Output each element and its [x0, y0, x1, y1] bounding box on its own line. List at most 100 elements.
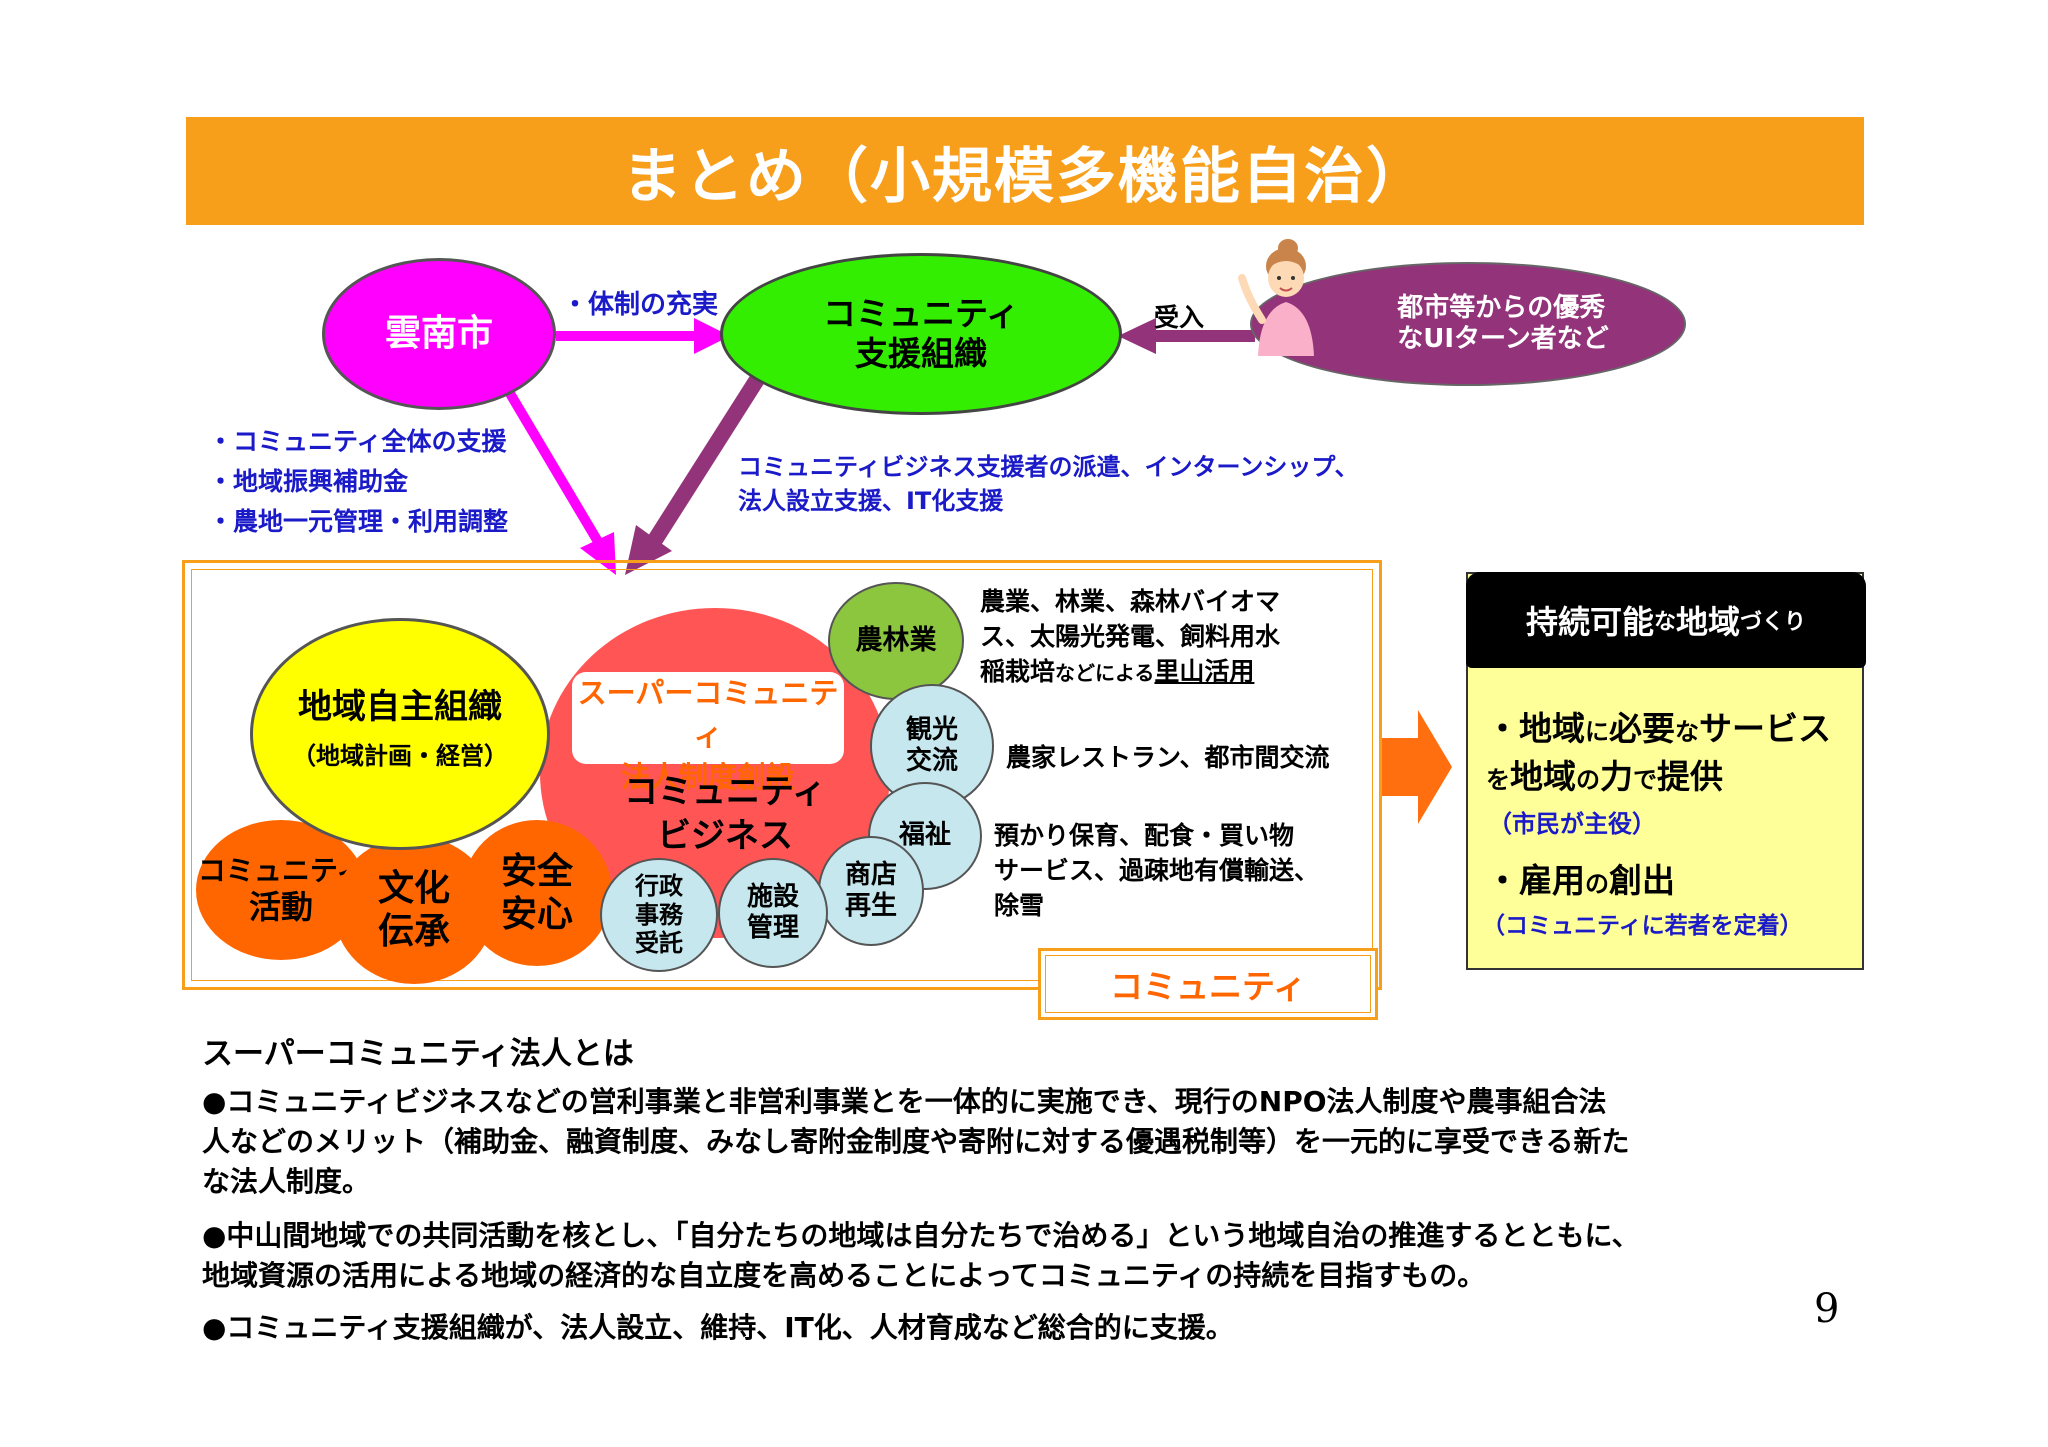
node-community-activity-line2: 活動	[248, 887, 313, 926]
sustain-head-part: な	[1653, 610, 1676, 635]
node-local-autonomy-org: 地域自主組織 （地域計画・経営）	[250, 618, 550, 850]
node-community-activity-line1: コミュニティ	[197, 854, 365, 887]
sustain-text: 地域	[1510, 757, 1576, 796]
sustain-text: の	[1576, 766, 1600, 794]
sustain-text: ・雇用	[1486, 861, 1585, 900]
agriculture-desc-part: などによる	[1055, 661, 1155, 685]
agriculture-desc-part: 稲栽培	[980, 657, 1056, 686]
page-number: 9	[1814, 1286, 1840, 1332]
node-admin-line2: 事務	[635, 900, 683, 929]
org-support-item: コミュニティビジネス支援者の派遣、インターンシップ、	[738, 453, 1359, 481]
welfare-desc-line: 預かり保育、配食・買い物	[994, 821, 1295, 850]
agriculture-desc-line: 農業、林業、森林バイオマ	[980, 587, 1281, 616]
node-local-autonomy-label: 地域自主組織	[298, 687, 502, 728]
city-support-item: ・農地一元管理・利用調整	[208, 507, 509, 536]
node-tourism: 観光 交流	[870, 684, 994, 808]
sustain-item-1-sub: （市民が主役）	[1488, 810, 1656, 838]
super-community-line1: スーパーコミュニティ	[577, 676, 839, 752]
node-tourism-line2: 交流	[905, 746, 958, 776]
node-talent-line1: 都市等からの優秀	[1397, 292, 1606, 323]
agriculture-desc-line: ス、太陽光発電、飼料用水	[980, 622, 1281, 651]
welfare-description: 預かり保育、配食・買い物 サービス、過疎地有償輸送、 除雪	[994, 818, 1319, 923]
sustainable-region-box: 持続可能な地域づくり ・地域に必要なサービス を地域の力で提供 （市民が主役） …	[1466, 572, 1866, 970]
edge-label-taisei: ・体制の充実	[562, 290, 719, 320]
node-unnan-label: 雲南市	[384, 313, 493, 355]
node-agriculture-forestry: 農林業	[828, 582, 964, 700]
node-welfare-label: 福祉	[898, 820, 951, 851]
community-label: コミュニティ	[1109, 967, 1307, 1006]
arrow-unnan-to-support	[556, 318, 730, 354]
sustain-item-2: ・雇用の創出	[1486, 854, 1675, 902]
page-title: まとめ（小規模多機能自治）	[186, 117, 1864, 225]
notes-line: 地域資源の活用による地域の経済的な自立度を高めることによってコミュニティの持続を…	[202, 1259, 1486, 1292]
node-facility-line1: 施設	[746, 881, 799, 912]
sustain-item-2-sub: （コミュニティに若者を定着）	[1482, 913, 1803, 939]
node-tourism-line1: 観光	[905, 714, 958, 745]
satoyama-highlight: 里山活用	[1154, 657, 1255, 686]
sustain-text: の	[1585, 870, 1609, 898]
community-business-line2: ビジネス	[657, 816, 793, 856]
city-support-item: ・地域振興補助金	[208, 467, 409, 496]
node-welfare: 福祉	[868, 782, 982, 890]
notes-heading: スーパーコミュニティ法人とは	[202, 1036, 634, 1072]
node-culture-line2: 伝承	[377, 911, 450, 952]
welfare-desc-line: サービス、過疎地有償輸送、	[994, 856, 1320, 885]
welfare-desc-line: 除雪	[994, 891, 1045, 920]
notes-line: な法人制度。	[202, 1165, 371, 1198]
super-community-label: スーパーコミュニティ 法人制度創設	[572, 672, 844, 794]
notes-line: 人などのメリット（補助金、融資制度、みなし寄附金制度や寄附に対する優遇税制等）を…	[202, 1125, 1630, 1158]
node-shop-line1: 商店	[844, 859, 897, 890]
community-business-line1: コミュニティ	[624, 772, 826, 812]
node-local-autonomy-sub: （地域計画・経営）	[292, 742, 508, 770]
sustain-text: 提供	[1657, 757, 1723, 796]
community-frame	[182, 560, 1382, 990]
sustain-text: 力	[1600, 757, 1633, 796]
node-shop-revival: 商店 再生	[818, 836, 924, 946]
notes-paragraph-3: ●コミュニティ支援組織が、法人設立、維持、IT化、人材育成など総合的に支援。	[202, 1311, 1234, 1344]
node-facility-line2: 管理	[746, 913, 799, 943]
sustain-text: ・地域	[1486, 709, 1585, 748]
node-ui-turn-talent: 都市等からの優秀 なUIターン者など	[1250, 262, 1686, 386]
notes-line: ●コミュニティビジネスなどの営利事業と非営利事業とを一体的に実施でき、現行のNP…	[202, 1085, 1607, 1118]
city-support-list: ・コミュニティ全体の支援 ・地域振興補助金 ・農地一元管理・利用調整	[208, 422, 508, 542]
sustain-text: を	[1486, 766, 1510, 794]
node-safety-line1: 安全	[500, 850, 573, 892]
node-admin-line1: 行政	[635, 871, 683, 900]
sustain-text: 創出	[1609, 861, 1675, 900]
node-community-activity: コミュニティ 活動	[196, 820, 366, 960]
sustain-text: な	[1675, 718, 1699, 746]
super-community-line2: 法人制度創設	[620, 760, 795, 794]
node-shop-line2: 再生	[844, 891, 897, 921]
node-culture-line1: 文化	[377, 867, 450, 909]
sustain-item-1-line2: を地域の力で提供	[1486, 750, 1723, 798]
community-label-box: コミュニティ	[1038, 948, 1378, 1020]
node-support-org-line2: 支援組織	[855, 334, 987, 373]
notes-line: ●中山間地域での共同活動を核とし、「自分たちの地域は自分たちで治める」という地域…	[202, 1219, 1640, 1252]
agriculture-desc-line: 稲栽培などによる里山活用	[980, 654, 1280, 691]
org-support-list: コミュニティビジネス支援者の派遣、インターンシップ、 法人設立支援、IT化支援	[738, 450, 1359, 518]
tourism-description: 農家レストラン、都市間交流	[1006, 743, 1330, 772]
sustain-text: サービス	[1699, 709, 1831, 748]
node-admin-line3: 受託	[635, 929, 683, 958]
node-agriculture-label: 農林業	[855, 624, 937, 656]
sustain-item-1-line1: ・地域に必要なサービス	[1486, 702, 1831, 750]
notes-paragraph-1: ●コミュニティビジネスなどの営利事業と非営利事業とを一体的に実施でき、現行のNP…	[202, 1082, 1629, 1202]
arrow-talent-to-support	[1118, 318, 1255, 354]
city-support-item: ・コミュニティ全体の支援	[208, 427, 507, 456]
sustain-text: で	[1633, 766, 1657, 794]
arrow-unnan-to-community	[500, 382, 616, 575]
sustainable-region-header: 持続可能な地域づくり	[1466, 572, 1866, 668]
node-support-org: コミュニティ 支援組織	[720, 253, 1122, 415]
sustain-text: に	[1585, 718, 1609, 746]
node-safety-line2: 安心	[500, 894, 573, 935]
arrow-community-to-sustain	[1380, 710, 1452, 824]
node-facility-mgmt: 施設 管理	[718, 858, 828, 968]
sustain-head-part: づくり	[1740, 610, 1807, 635]
sustain-head-part: 持続可能	[1525, 603, 1654, 641]
node-support-org-line1: コミュニティ	[822, 294, 1020, 334]
notes-paragraph-2: ●中山間地域での共同活動を核とし、「自分たちの地域は自分たちで治める」という地域…	[202, 1216, 1640, 1296]
edge-label-ukeire: 受入	[1154, 303, 1205, 332]
community-business-label: コミュニティ ビジネス	[620, 770, 830, 858]
woman-illustration-icon	[1238, 239, 1314, 356]
